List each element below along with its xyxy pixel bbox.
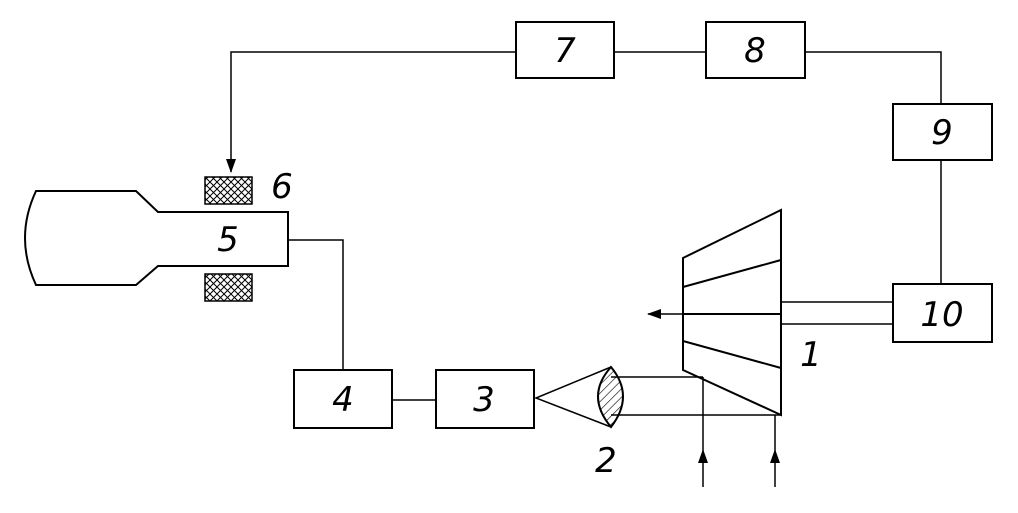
block-8: 8 [705, 21, 806, 79]
block-5-label: 5 [217, 220, 239, 260]
block-8-label: 8 [744, 31, 766, 71]
block-1-label: 1 [800, 335, 822, 375]
block-2-label: 2 [595, 441, 617, 481]
block-10-label: 10 [920, 295, 963, 335]
block-6-label: 6 [271, 167, 293, 207]
coil-upper [204, 176, 253, 205]
line-7-to-coil [226, 51, 516, 173]
block-9-label: 9 [931, 113, 953, 153]
block-7-label: 7 [554, 31, 576, 71]
block-7: 7 [515, 21, 615, 79]
scanning-prism: 1 [647, 208, 822, 417]
light-beams [611, 376, 781, 487]
block-4: 4 [293, 369, 393, 429]
deflection-coil: 6 [204, 167, 293, 302]
lens: 2 [533, 365, 624, 481]
block-3-label: 3 [473, 380, 495, 420]
connection-lines [226, 51, 942, 401]
block-3: 3 [435, 369, 535, 429]
line-8-to-9 [805, 51, 942, 104]
block-9: 9 [892, 103, 993, 161]
block-10: 10 [892, 283, 993, 343]
camera-tube: 5 [24, 190, 289, 286]
coil-lower [204, 273, 253, 302]
line-5-to-4 [288, 239, 344, 370]
lens-body [597, 365, 624, 429]
block-4-label: 4 [332, 380, 354, 420]
